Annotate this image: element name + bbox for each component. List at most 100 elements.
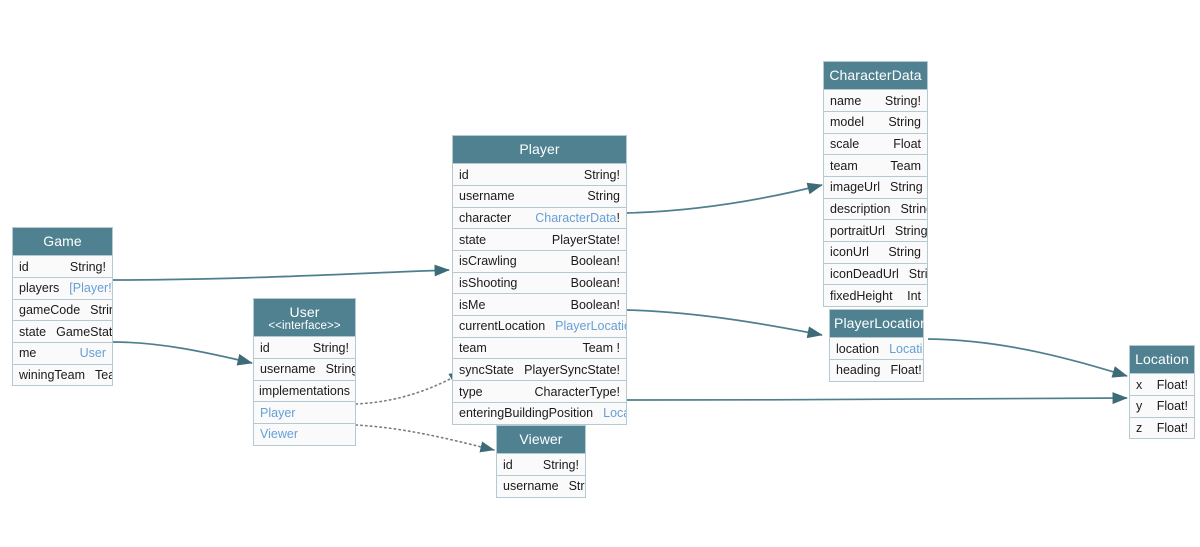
field-name: username	[459, 189, 515, 204]
field-type[interactable]: Location	[603, 406, 626, 421]
edge-player-currentlocation-to-playerlocation	[626, 309, 823, 339]
field-type: Float!	[890, 363, 922, 378]
field-type[interactable]: PlayerLocation	[555, 319, 626, 334]
field-type: Boolean!	[570, 276, 620, 291]
field-type[interactable]: Location!	[889, 341, 923, 356]
table-row[interactable]: scale Float	[824, 133, 927, 156]
field-name: me	[19, 346, 37, 361]
table-row[interactable]: description String	[824, 198, 927, 221]
entity-user-name: User	[289, 304, 320, 320]
table-row[interactable]: team Team	[824, 155, 927, 178]
entity-player-title: Player	[453, 136, 626, 165]
entity-location[interactable]: Location x Float! y Float! z Float!	[1129, 345, 1195, 440]
table-row[interactable]: name String!	[824, 90, 927, 112]
table-row[interactable]: character CharacterData!	[453, 207, 626, 230]
field-type: PlayerState!	[551, 232, 620, 247]
edge-user-player-implementation	[355, 371, 464, 405]
field-name: model	[830, 115, 865, 130]
table-row[interactable]: model String	[824, 111, 927, 134]
implementation-player[interactable]: Player	[260, 405, 296, 420]
table-row[interactable]: gameCode String!	[13, 299, 112, 322]
edge-user-viewer-implementation	[355, 424, 495, 453]
field-type: Float!	[1156, 377, 1188, 392]
field-name: gameCode	[19, 303, 81, 318]
field-name: isCrawling	[459, 254, 517, 269]
table-row[interactable]: fixedHeight Int	[824, 285, 927, 307]
field-name: fixedHeight	[830, 288, 893, 303]
table-row[interactable]: portraitUrl String	[824, 220, 927, 243]
table-row[interactable]: currentLocation PlayerLocation!	[453, 316, 626, 338]
field-name: location	[836, 341, 880, 356]
table-row[interactable]: isShooting Boolean!	[453, 272, 626, 295]
table-row[interactable]: username String	[497, 475, 585, 497]
edge-game-me-to-user	[112, 341, 253, 366]
table-row[interactable]: isMe Boolean!	[453, 294, 626, 317]
table-row[interactable]: id String!	[497, 454, 585, 476]
field-name: iconDeadUrl	[830, 267, 899, 282]
entity-player-location[interactable]: PlayerLocation location Location! headin…	[829, 309, 928, 382]
table-row[interactable]: y Float!	[1130, 395, 1194, 418]
field-name: isShooting	[459, 276, 518, 291]
table-row[interactable]: iconUrl String	[824, 242, 927, 264]
table-row[interactable]: z Float!	[1130, 417, 1194, 439]
table-row[interactable]: isCrawling Boolean!	[453, 251, 626, 273]
edge-game-players-to-player	[112, 264, 450, 281]
field-name: currentLocation	[459, 319, 546, 334]
table-row[interactable]: location Location!	[830, 338, 923, 360]
field-type[interactable]: [Player!]	[69, 281, 112, 296]
field-type: Float	[893, 137, 921, 152]
field-type[interactable]: CharacterData	[535, 211, 617, 226]
implementations-text: implementations	[259, 384, 351, 399]
field-type: Boolean!	[570, 254, 620, 269]
field-name: z	[1136, 421, 1143, 436]
table-row[interactable]: players [Player!]	[13, 277, 112, 300]
entity-player[interactable]: Player id String! username String charac…	[452, 135, 627, 425]
field-type: Team !	[582, 341, 620, 356]
entity-game[interactable]: Game id String! players [Player!] gameCo…	[12, 227, 113, 387]
entity-character-data[interactable]: CharacterData name String! model String …	[823, 61, 928, 308]
field-type-group[interactable]: CharacterData!	[535, 211, 620, 225]
field-type-group[interactable]: PlayerLocation!	[555, 319, 626, 333]
table-row[interactable]: username String	[453, 185, 626, 208]
field-type[interactable]: User	[79, 346, 106, 361]
list-item[interactable]: Player	[254, 402, 355, 425]
table-row[interactable]: imageUrl String	[824, 177, 927, 199]
field-name: name	[830, 93, 862, 108]
table-row[interactable]: id String!	[254, 337, 355, 360]
table-row[interactable]: me User	[13, 343, 112, 365]
table-row[interactable]: enteringBuildingPosition Location	[453, 402, 626, 424]
implementation-viewer[interactable]: Viewer	[260, 427, 298, 442]
field-name: imageUrl	[830, 180, 881, 195]
entity-game-title: Game	[13, 228, 112, 257]
field-type: String!	[583, 167, 620, 182]
table-row[interactable]: state GameState!	[13, 321, 112, 344]
field-type: Float!	[1156, 399, 1188, 414]
edge-player-character-to-characterdata	[626, 182, 823, 214]
table-row[interactable]: syncState PlayerSyncState!	[453, 359, 626, 382]
field-type: String	[890, 180, 923, 195]
table-row[interactable]: team Team !	[453, 337, 626, 360]
field-name: id	[19, 259, 29, 274]
table-row[interactable]: id String!	[453, 164, 626, 186]
table-row[interactable]: winingTeam Team	[13, 364, 112, 386]
table-row[interactable]: x Float!	[1130, 374, 1194, 396]
entity-user[interactable]: User <<interface>> id String! username S…	[253, 298, 356, 446]
table-row[interactable]: state PlayerState!	[453, 229, 626, 252]
field-type: String!	[312, 340, 349, 355]
entity-user-stereotype: <<interface>>	[268, 320, 341, 333]
entity-character-data-title: CharacterData	[824, 62, 927, 91]
table-row[interactable]: heading Float!	[830, 359, 923, 381]
list-item[interactable]: Viewer	[254, 424, 355, 445]
table-row[interactable]: iconDeadUrl String	[824, 263, 927, 286]
table-row[interactable]: type CharacterType!	[453, 381, 626, 403]
field-type: String!	[542, 457, 579, 472]
entity-viewer-title: Viewer	[497, 426, 585, 455]
field-name: isMe	[459, 297, 486, 312]
table-row[interactable]: id String!	[13, 256, 112, 278]
entity-viewer[interactable]: Viewer id String! username String	[496, 425, 586, 498]
field-type: String	[325, 362, 355, 377]
field-type: String	[908, 267, 927, 282]
table-row[interactable]: username String	[254, 359, 355, 381]
field-type: GameState!	[56, 324, 112, 339]
